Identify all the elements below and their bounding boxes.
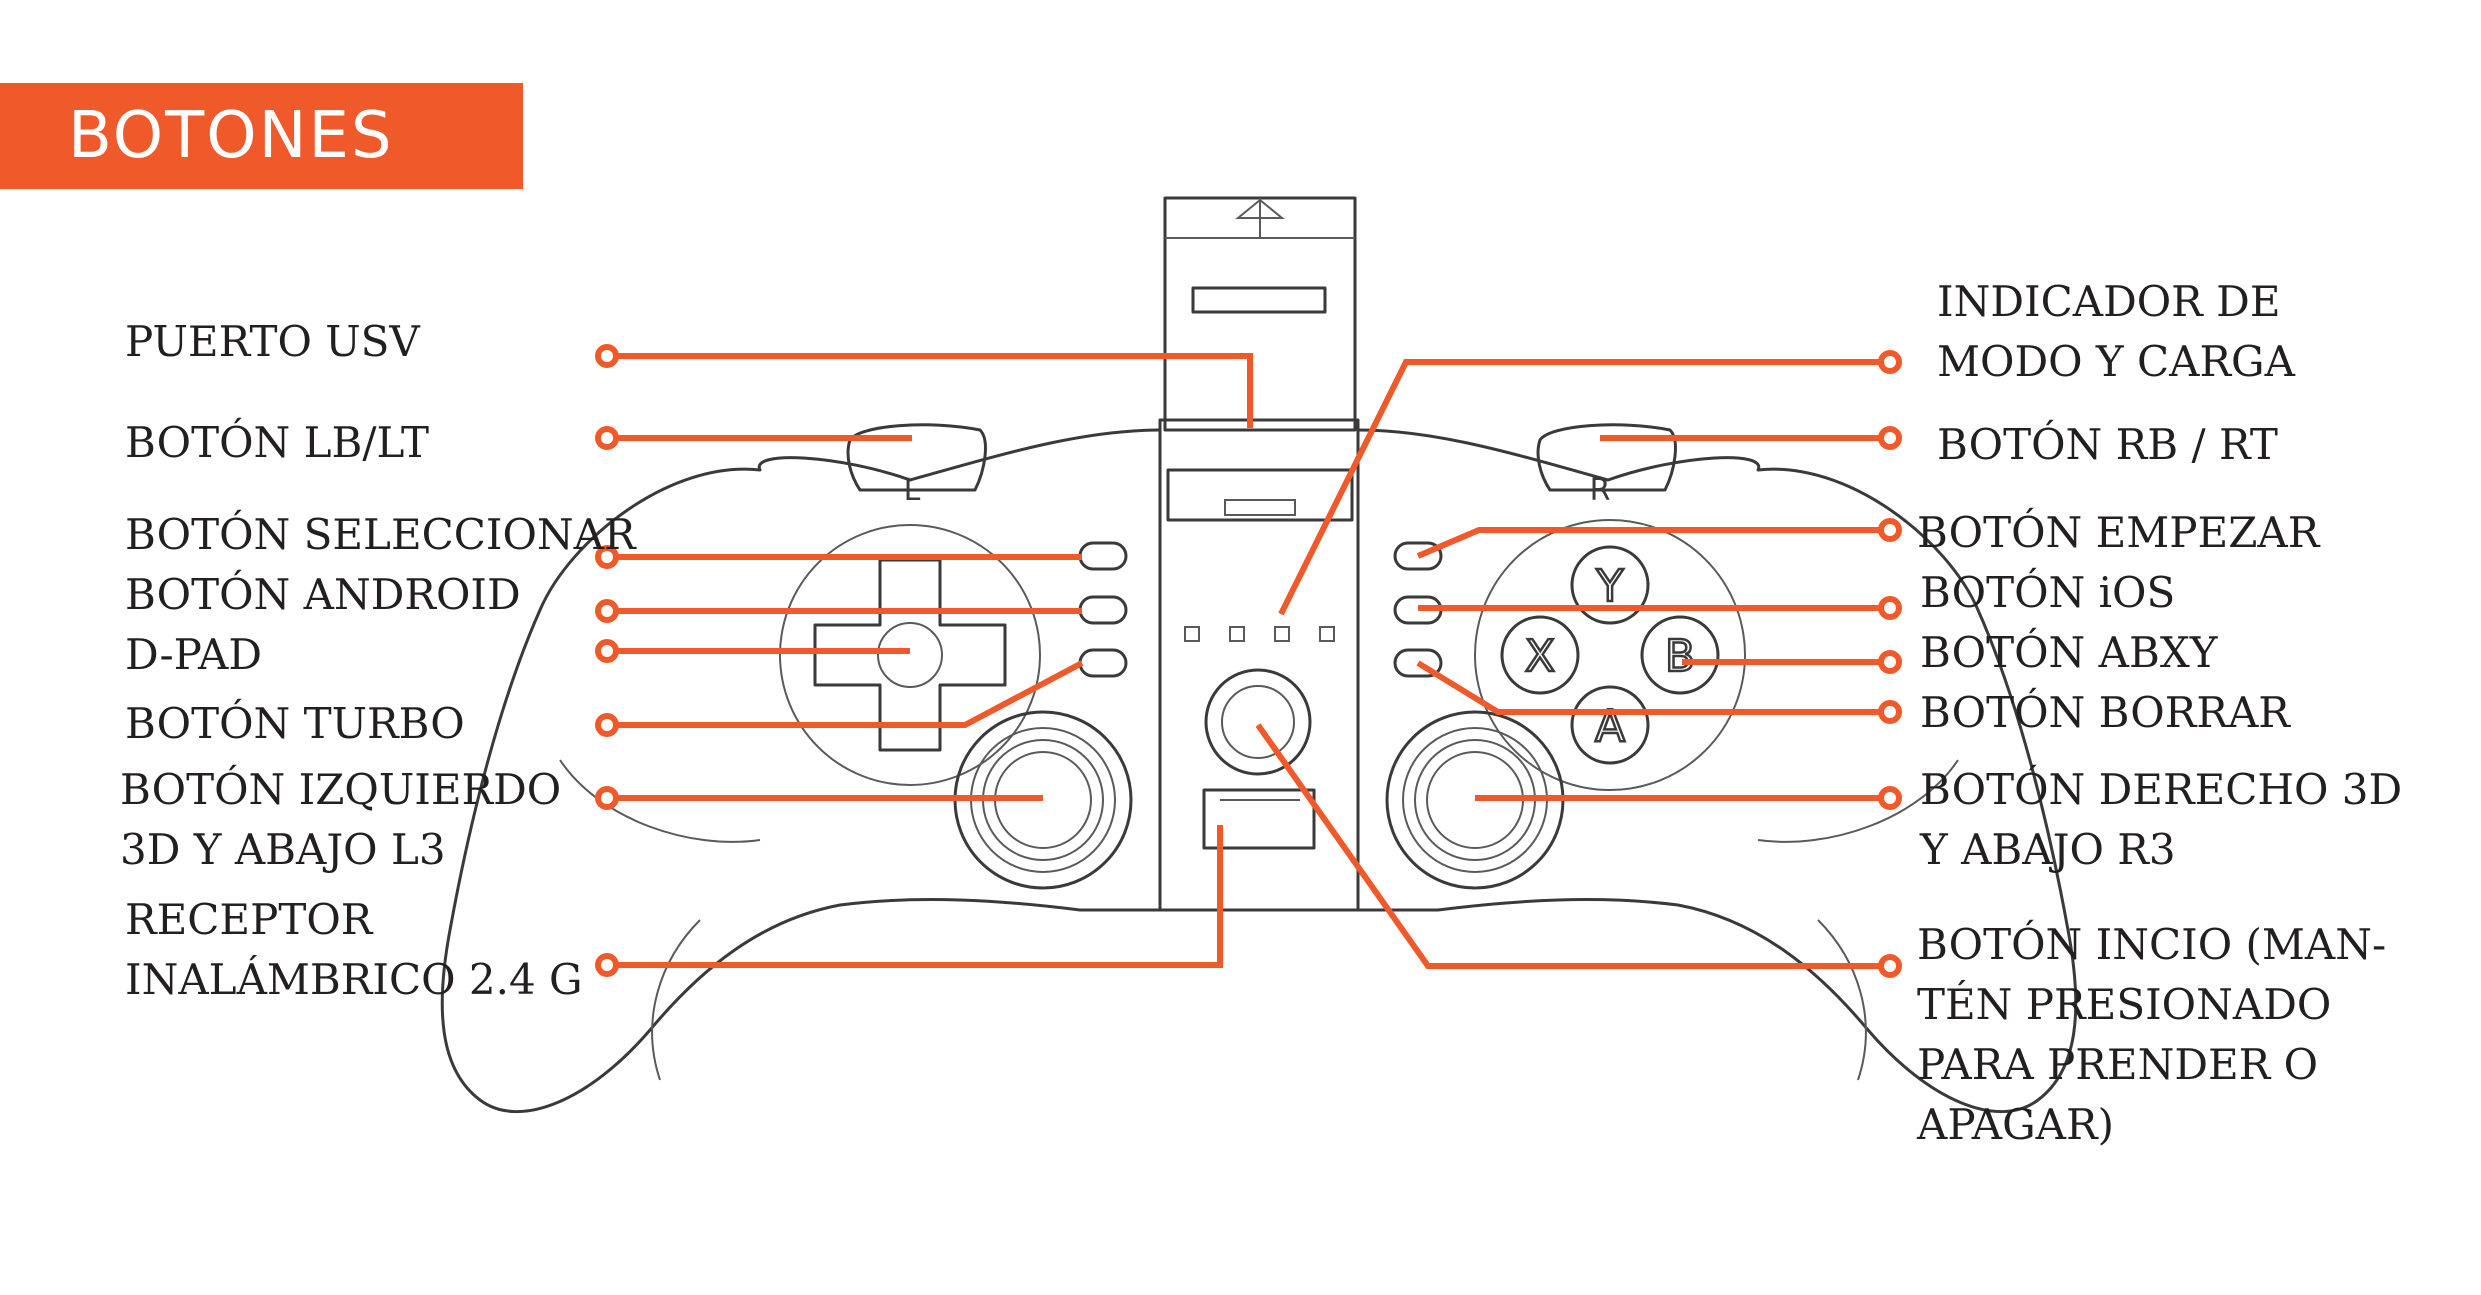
label-clear: BOTÓN BORRAR	[1920, 688, 2290, 737]
label-left-stick-line1: BOTÓN IZQUIERDO	[120, 765, 562, 814]
x-button-glyph: X	[1525, 631, 1555, 682]
label-home-line4: APAGAR)	[1917, 1100, 2114, 1149]
label-start: BOTÓN EMPEZAR	[1917, 508, 2320, 557]
label-home-line3: PARA PRENDER O	[1917, 1040, 2319, 1089]
face-buttons: Y X B A	[1474, 519, 1746, 791]
section-title-banner: BOTONES	[0, 83, 523, 189]
section-title: BOTONES	[68, 99, 394, 173]
right-bumper-mark: R	[1590, 473, 1611, 508]
label-select: BOTÓN SELECCIONAR	[125, 510, 636, 559]
label-receiver-line2: INALÁMBRICO 2.4 G	[125, 955, 583, 1004]
leader-turbo	[607, 660, 1084, 728]
b-button-glyph: B	[1665, 631, 1695, 682]
a-button-glyph: A	[1595, 701, 1625, 752]
leader-lines	[607, 353, 1890, 969]
label-home-line2: TÉN PRESIONADO	[1917, 980, 2332, 1029]
pill-buttons	[1078, 541, 1443, 678]
label-receiver-line1: RECEPTOR	[125, 895, 373, 944]
label-ios: BOTÓN iOS	[1920, 568, 2176, 617]
left-bumper-mark: L	[904, 473, 921, 508]
leader-indicator	[1278, 359, 1890, 616]
y-button-glyph: Y	[1596, 561, 1624, 612]
label-indicator-line1: INDICADOR DE	[1937, 277, 2281, 326]
leader-dots	[595, 344, 1902, 978]
label-home-line1: BOTÓN INCIO (MAN-	[1917, 920, 2387, 969]
leader-usb-port	[607, 353, 1253, 428]
label-abxy: BOTÓN ABXY	[1920, 628, 2218, 677]
label-rb-rt: BOTÓN RB / RT	[1937, 420, 2278, 469]
led-indicators	[1184, 626, 1335, 642]
leader-home	[1255, 723, 1890, 969]
leader-clear	[1416, 660, 1890, 715]
leader-receiver	[607, 825, 1223, 968]
leader-start	[1416, 527, 1890, 559]
label-usb-port: PUERTO USV	[125, 317, 420, 366]
label-left-stick-line2: 3D Y ABAJO L3	[120, 825, 446, 874]
phone-clamp	[1163, 196, 1357, 522]
label-lb-lt: BOTÓN LB/LT	[125, 418, 430, 467]
label-right-stick-line2: Y ABAJO R3	[1920, 825, 2176, 874]
right-bumper: R	[1536, 423, 1677, 508]
label-android: BOTÓN ANDROID	[125, 570, 521, 619]
label-dpad: D-PAD	[125, 630, 263, 679]
left-bumper: L	[846, 423, 987, 508]
label-turbo: BOTÓN TURBO	[125, 699, 465, 748]
home-button	[1204, 668, 1312, 776]
label-indicator-line2: MODO Y CARGA	[1937, 337, 2295, 386]
label-right-stick-line1: BOTÓN DERECHO 3D	[1920, 765, 2403, 814]
wireless-receiver	[1202, 788, 1316, 850]
dpad	[779, 524, 1041, 786]
controller-body	[440, 418, 2078, 1114]
